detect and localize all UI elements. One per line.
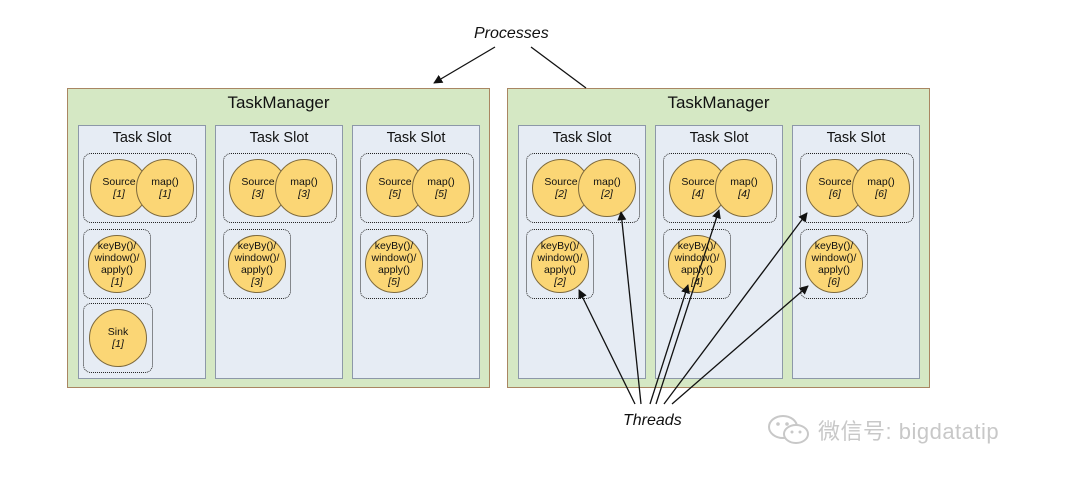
window-operator: keyBy()/ window()/ apply() [4] [668,235,726,293]
watermark-text: 微信号: bigdatatip [818,419,1000,444]
operator-index: [6] [875,188,887,200]
operator-index: [2] [555,188,567,200]
map-operator: map() [2] [578,159,636,217]
operator-name: apply() [543,264,577,276]
taskmanager-right: TaskManager Task Slot Source [2] map() [… [507,88,930,388]
window-operator: keyBy()/ window()/ apply() [2] [531,235,589,293]
source-operator: Source [3] [229,159,287,217]
operator-name: Source [102,176,136,188]
operator-index: [5] [389,188,401,200]
operator-name: keyBy()/ [97,240,137,252]
operator-index: [4] [691,276,703,288]
operator-name: keyBy()/ [677,240,717,252]
task-slot: Task Slot Source [4] map() [4] keyBy()/ … [655,125,783,379]
operator-name: Source [241,176,275,188]
operator-chain-group [800,153,914,223]
map-operator: map() [1] [136,159,194,217]
operator-name: map() [867,176,895,188]
window-operator-group [83,229,151,299]
window-operator-group [360,229,428,299]
operator-name: map() [593,176,621,188]
taskmanager-title: TaskManager [667,93,770,112]
operator-name: window()/ [674,252,720,264]
operator-index: [1] [112,338,124,350]
window-operator-group [223,229,291,299]
window-operator: keyBy()/ window()/ apply() [3] [228,235,286,293]
task-slot-title: Task Slot [552,130,612,146]
operator-name: window()/ [234,252,280,264]
processes-label: Processes [474,25,549,42]
task-slot: Task Slot Source [6] map() [6] keyBy()/ … [792,125,920,379]
operator-name: window()/ [94,252,140,264]
map-operator: map() [3] [275,159,333,217]
process-pointer-right [530,46,587,89]
task-slot-title: Task Slot [689,130,749,146]
operator-name: Source [681,176,715,188]
operator-name: keyBy()/ [237,240,277,252]
operator-name: Source [544,176,578,188]
task-slot-title: Task Slot [386,130,446,146]
task-slot-title: Task Slot [112,130,172,146]
operator-name: map() [151,176,179,188]
sink-operator: Sink [1] [89,309,147,367]
operator-chain-group [83,153,197,223]
window-operator: keyBy()/ window()/ apply() [6] [805,235,863,293]
operator-name: map() [427,176,455,188]
threads-label: Threads [623,412,682,429]
wechat-icon [768,415,809,444]
task-slot-title: Task Slot [826,130,886,146]
operator-index: [3] [252,188,264,200]
operator-chain-group [223,153,337,223]
source-operator: Source [6] [806,159,864,217]
operator-index: [2] [554,276,566,288]
operator-index: [4] [692,188,704,200]
taskmanager-left: TaskManager Task Slot Source [1] map() [… [67,88,490,388]
operator-index: [3] [251,276,263,288]
operator-index: [6] [829,188,841,200]
operator-name: apply() [377,264,411,276]
operator-name: apply() [240,264,274,276]
operator-name: map() [290,176,318,188]
window-operator: keyBy()/ window()/ apply() [5] [365,235,423,293]
operator-index: [6] [828,276,840,288]
operator-index: [1] [159,188,171,200]
operator-chain-group [526,153,640,223]
operator-name: window()/ [371,252,417,264]
operator-index: [4] [738,188,750,200]
operator-index: [1] [111,276,123,288]
task-slot: Task Slot Source [1] map() [1] keyBy()/ … [78,125,206,379]
task-slot: Task Slot Source [3] map() [3] keyBy()/ … [215,125,343,379]
operator-name: keyBy()/ [374,240,414,252]
task-slot-title: Task Slot [249,130,309,146]
operator-name: window()/ [811,252,857,264]
process-arrow-left [433,46,496,84]
window-operator-group [526,229,594,299]
operator-index: [3] [298,188,310,200]
map-operator: map() [4] [715,159,773,217]
operator-name: apply() [680,264,714,276]
map-operator: map() [6] [852,159,910,217]
operator-index: [2] [601,188,613,200]
operator-chain-group [360,153,474,223]
operator-name: keyBy()/ [814,240,854,252]
operator-name: Source [378,176,412,188]
window-operator: keyBy()/ window()/ apply() [1] [88,235,146,293]
task-slot: Task Slot Source [5] map() [5] keyBy()/ … [352,125,480,379]
operator-index: [5] [388,276,400,288]
map-operator: map() [5] [412,159,470,217]
operator-name: keyBy()/ [540,240,580,252]
operator-index: [1] [113,188,125,200]
taskmanager-title: TaskManager [227,93,330,112]
operator-index: [5] [435,188,447,200]
operator-name: map() [730,176,758,188]
operator-name: Source [818,176,852,188]
operator-name: window()/ [537,252,583,264]
operator-name: apply() [817,264,851,276]
operator-name: Sink [107,326,129,338]
task-slot: Task Slot Source [2] map() [2] keyBy()/ … [518,125,646,379]
operator-name: apply() [100,264,134,276]
sink-operator-group [83,303,153,373]
